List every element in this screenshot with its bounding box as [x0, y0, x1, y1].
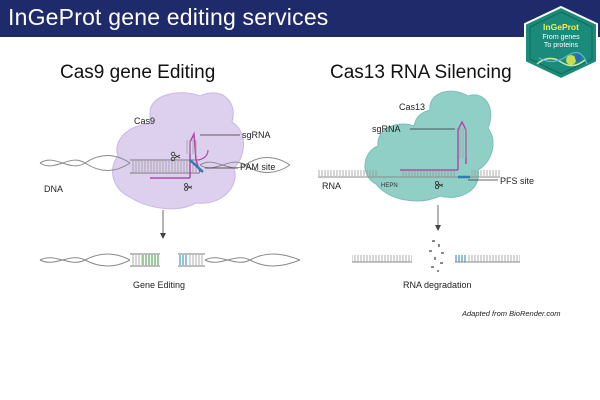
logo: InGeProt From genes To proteins	[523, 6, 599, 80]
logo-tagline-line1: From genes	[542, 34, 580, 41]
credit-text: Adapted from BioRender.com	[462, 309, 561, 318]
edited-segment-blue	[179, 255, 187, 265]
cas13-diagram	[318, 90, 520, 272]
logo-tagline-line2: To proteins	[543, 42, 579, 49]
cas13-panel-title: Cas13 RNA Silencing	[330, 62, 512, 83]
scissors-icon-cas9	[170, 151, 181, 162]
cas13-protein-shape	[364, 90, 494, 202]
degraded-rna	[352, 240, 520, 272]
scissors-icon-cas13	[434, 180, 444, 189]
header-bar: InGeProt gene editing services	[0, 0, 600, 37]
cas9-diagram	[39, 92, 301, 267]
edited-segment-green	[142, 255, 159, 265]
rna-fragments	[429, 240, 444, 272]
hepn-label: HEPN	[381, 183, 398, 189]
dna-helix-left	[39, 155, 131, 171]
cas9-sgrna-label: sgRNA	[242, 130, 271, 140]
gene-editing-label: Gene Editing	[133, 280, 186, 290]
scissors-icon-cas9-lower	[184, 183, 193, 191]
dna-label: DNA	[44, 184, 64, 194]
logo-name: InGeProt	[543, 22, 579, 32]
rna-label: RNA	[322, 181, 342, 191]
pfs-site-label: PFS site	[500, 176, 535, 186]
pam-highlight	[189, 159, 204, 173]
dna-helix-right	[199, 157, 291, 173]
rna-degradation-label: RNA degradation	[403, 280, 472, 290]
pam-site-label: PAM site	[240, 162, 276, 172]
cas13-label: Cas13	[399, 102, 426, 112]
cas13-sgrna-label: sgRNA	[372, 124, 401, 134]
cas9-panel-title: Cas9 gene Editing	[60, 62, 216, 83]
cas9-label: Cas9	[134, 116, 156, 126]
cas9-protein-shape	[112, 92, 244, 210]
page-title: InGeProt gene editing services	[8, 4, 329, 30]
edited-dna	[39, 253, 301, 267]
logo-hexagon-icon	[524, 6, 598, 80]
